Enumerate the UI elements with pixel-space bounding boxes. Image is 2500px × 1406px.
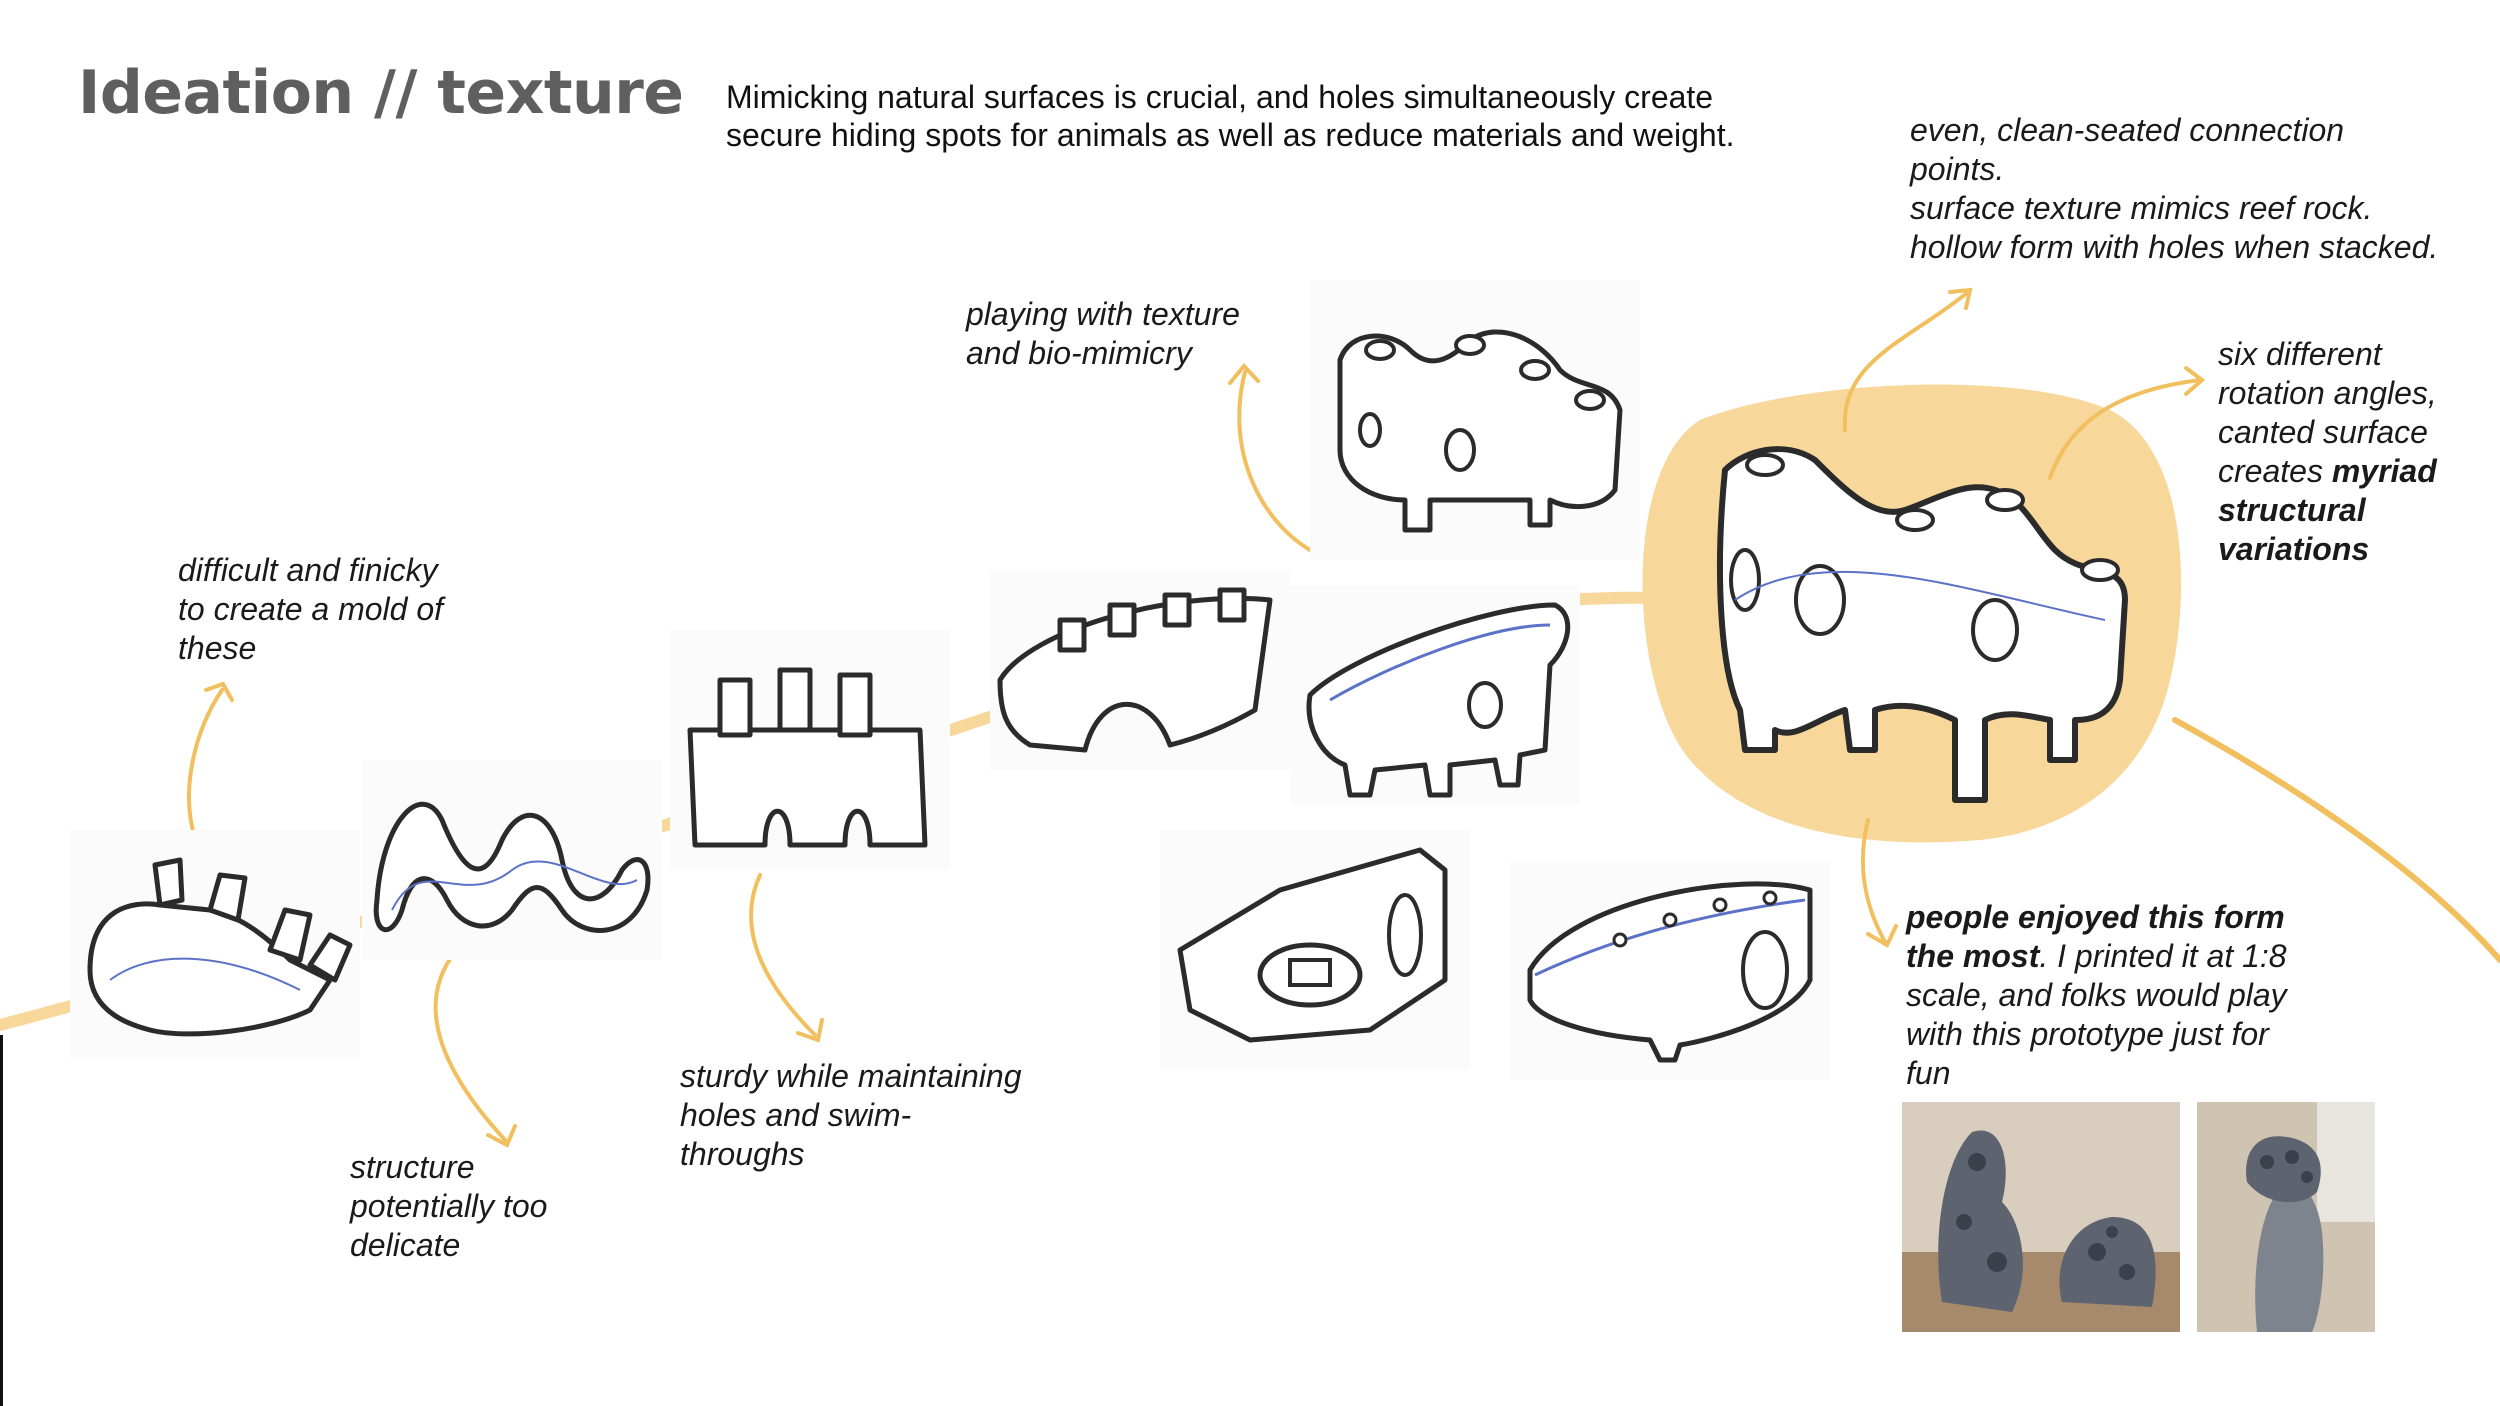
note-line: sturdy while maintaining xyxy=(680,1058,1022,1094)
note-line: surface texture mimics reef rock. xyxy=(1910,190,2373,226)
note-emphasis: people enjoyed this form xyxy=(1906,899,2285,935)
sketch-wave xyxy=(362,760,662,960)
note-line: six different xyxy=(2218,336,2382,372)
note-line: and bio-mimicry xyxy=(966,335,1192,371)
note-line: structure xyxy=(350,1149,475,1185)
arrow-connection xyxy=(1842,290,1970,432)
note-rotation: six different rotation angles, canted su… xyxy=(2218,335,2437,569)
note-line: people enjoyed this form xyxy=(1906,898,2287,937)
page-title: Ideation // texture xyxy=(78,58,684,128)
intro-line: secure hiding spots for animals as well … xyxy=(726,117,1735,153)
arrow-people xyxy=(1860,818,1887,944)
note-mold: difficult and finicky to create a mold o… xyxy=(178,551,443,668)
prototype-photo-stacked xyxy=(2197,1102,2375,1332)
note-line: scale, and folks would play xyxy=(1906,977,2287,1013)
note-connection: even, clean-seated connection points. su… xyxy=(1910,111,2438,267)
note-emphasis: variations xyxy=(2218,531,2370,567)
prototype-photo-group xyxy=(1902,1102,2180,1332)
prototype-photo-1 xyxy=(1902,1102,2180,1332)
note-line: playing with texture xyxy=(966,296,1240,332)
note-emphasis: structural xyxy=(2218,492,2366,528)
sketch-rock-arch xyxy=(990,570,1290,770)
prototype-photo-2 xyxy=(2197,1102,2375,1332)
left-edge-rule xyxy=(0,1035,3,1406)
note-line: throughs xyxy=(680,1136,805,1172)
sketch-arches xyxy=(670,630,950,870)
note-line: points. xyxy=(1910,151,2005,187)
note-text: . I printed it at 1:8 xyxy=(2039,938,2287,974)
note-line: rotation angles, xyxy=(2218,375,2437,411)
note-line: even, clean-seated connection xyxy=(1910,112,2345,148)
note-people: people enjoyed this form the most. I pri… xyxy=(1906,898,2287,1093)
note-delicate: structure potentially too delicate xyxy=(350,1148,547,1265)
note-line: canted surface xyxy=(2218,414,2428,450)
note-line: delicate xyxy=(350,1227,461,1263)
note-line: fun xyxy=(1906,1055,1951,1091)
note-line: with this prototype just for xyxy=(1906,1016,2269,1052)
note-emphasis: the most xyxy=(1906,938,2040,974)
note-sturdy: sturdy while maintaining holes and swim-… xyxy=(680,1057,1022,1174)
arrow-texture xyxy=(1237,370,1312,552)
note-line: hollow form with holes when stacked. xyxy=(1910,229,2439,265)
note-line: these xyxy=(178,630,257,666)
note-line: variations xyxy=(2218,530,2437,569)
timeline-curve-tail xyxy=(2172,717,2500,963)
arrow-mold xyxy=(187,688,224,840)
sketch-canted-slab xyxy=(1290,585,1580,805)
note-line: structural xyxy=(2218,491,2437,530)
note-text: creates xyxy=(2218,453,2332,489)
note-line: the most. I printed it at 1:8 xyxy=(1906,937,2287,976)
note-emphasis: myriad xyxy=(2331,453,2437,489)
arrow-delicate xyxy=(433,950,507,1142)
note-line: creates myriad xyxy=(2218,452,2437,491)
note-line: holes and swim- xyxy=(680,1097,912,1133)
intro-paragraph: Mimicking natural surfaces is crucial, a… xyxy=(726,78,1826,154)
arrow-sturdy xyxy=(749,873,817,1037)
sketch-cylinder-slab xyxy=(1510,860,1830,1080)
arrow-rotation xyxy=(2048,378,2202,480)
sketch-open-frame xyxy=(1160,830,1470,1070)
note-line: to create a mold of xyxy=(178,591,444,627)
intro-line: Mimicking natural surfaces is crucial, a… xyxy=(726,79,1714,115)
note-texture: playing with texture and bio-mimicry xyxy=(966,295,1240,373)
sketch-final-form xyxy=(1717,446,2128,803)
sketch-holey-form xyxy=(1310,280,1640,560)
note-line: potentially too xyxy=(350,1188,548,1224)
note-line: difficult and finicky xyxy=(178,552,438,588)
sketch-curved-tubes xyxy=(70,830,360,1060)
